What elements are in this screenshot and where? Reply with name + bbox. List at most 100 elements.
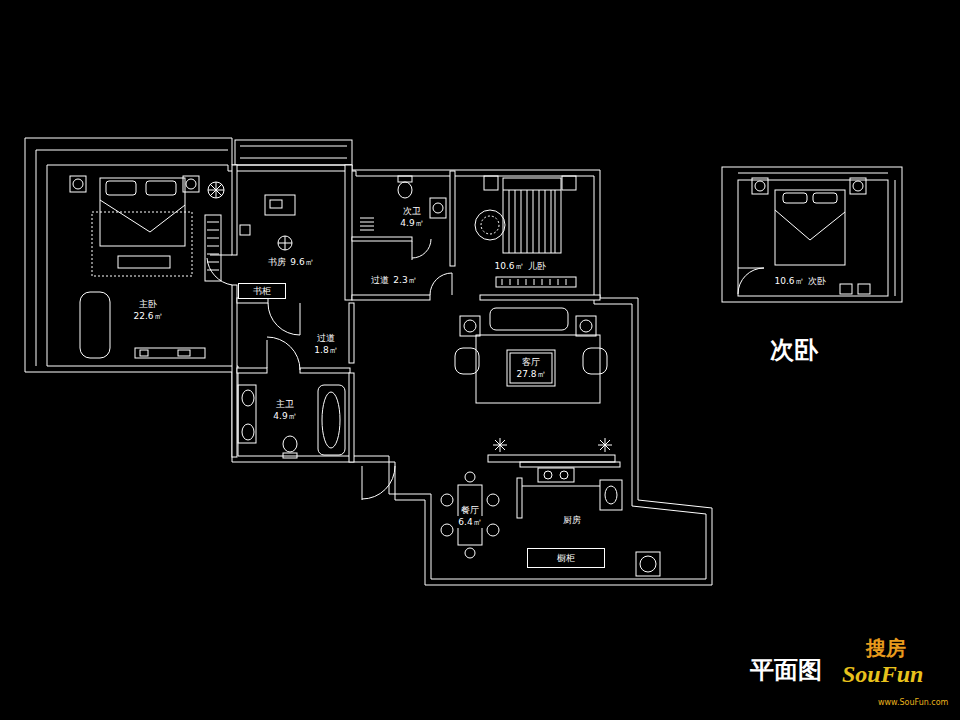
room-text: 橱柜 bbox=[556, 552, 576, 564]
room-text: 27.8㎡ bbox=[515, 368, 546, 380]
cabinet bbox=[858, 284, 870, 294]
cabinet bbox=[840, 284, 852, 294]
sink bbox=[430, 198, 446, 218]
bookcase: 书柜 bbox=[238, 283, 286, 299]
room-text: 主卧 bbox=[138, 298, 158, 310]
wall-segment bbox=[232, 285, 237, 457]
pillow bbox=[146, 181, 176, 195]
counter bbox=[600, 480, 622, 510]
pillow bbox=[813, 193, 837, 203]
cabinet-box: 橱柜 bbox=[527, 548, 605, 568]
room-text: 书房 bbox=[267, 256, 287, 268]
chair bbox=[441, 524, 453, 536]
wall-segment bbox=[450, 171, 455, 266]
room: 10.6㎡儿卧 bbox=[455, 176, 594, 295]
toilet-tank bbox=[398, 176, 412, 182]
nightstand bbox=[484, 176, 498, 190]
room-text: 次卫 bbox=[402, 205, 422, 217]
room: 餐厅6.4㎡ bbox=[431, 467, 517, 579]
door-swing bbox=[412, 239, 431, 260]
hanger bbox=[502, 279, 566, 285]
furniture bbox=[70, 167, 902, 576]
chair bbox=[441, 494, 453, 506]
chair bbox=[278, 236, 292, 250]
door-swing bbox=[738, 268, 764, 294]
chair bbox=[465, 548, 475, 558]
window-line bbox=[738, 173, 888, 174]
room-text: 1.8㎡ bbox=[313, 344, 338, 356]
door-swing bbox=[207, 239, 764, 500]
watermark-url: www.SouFun.com bbox=[878, 698, 948, 708]
room-label: 厨房 bbox=[562, 514, 582, 526]
burner bbox=[544, 471, 552, 479]
bench bbox=[118, 256, 170, 268]
room: 10.6㎡次卧 bbox=[738, 180, 888, 296]
corridor: 过道2.3㎡ bbox=[352, 241, 450, 295]
appliance bbox=[140, 350, 148, 356]
sink bbox=[242, 424, 254, 440]
plant bbox=[208, 182, 224, 198]
room-label: 餐厅6.4㎡ bbox=[457, 504, 482, 528]
room-text: 书柜 bbox=[252, 285, 272, 297]
blanket bbox=[775, 210, 845, 240]
rug bbox=[475, 210, 505, 240]
inset-title: 次卧 bbox=[770, 336, 818, 365]
room-label: 主卫4.9㎡ bbox=[272, 398, 297, 422]
vanity bbox=[238, 385, 256, 443]
wall-segment bbox=[349, 373, 354, 462]
coffee-table bbox=[510, 353, 552, 383]
room-text: 过道 bbox=[316, 332, 336, 344]
window-line bbox=[36, 150, 228, 151]
room-text: 6.4㎡ bbox=[457, 516, 482, 528]
bed-stripes bbox=[503, 190, 561, 253]
door-swing bbox=[430, 273, 452, 295]
chair bbox=[487, 494, 499, 506]
room-text: 次卧 bbox=[807, 275, 827, 287]
sink bbox=[242, 390, 254, 406]
room-text: 10.6㎡ bbox=[773, 275, 804, 287]
watermark: SouFun bbox=[842, 660, 923, 689]
balcony bbox=[235, 140, 352, 165]
burner bbox=[560, 471, 568, 479]
bed bbox=[775, 190, 845, 265]
wall-segment bbox=[480, 295, 600, 300]
monitor bbox=[270, 200, 282, 208]
room-label: 10.6㎡儿卧 bbox=[493, 260, 546, 272]
room-text: 主卫 bbox=[275, 398, 295, 410]
toilet bbox=[398, 182, 412, 198]
appliance bbox=[178, 350, 190, 356]
room: 主卧22.6㎡ bbox=[47, 165, 228, 366]
plant bbox=[493, 438, 507, 452]
room-text: 客厅 bbox=[521, 356, 541, 368]
chaise bbox=[80, 292, 110, 358]
wall-segment bbox=[517, 478, 522, 518]
room-label: 书房9.6㎡ bbox=[267, 256, 314, 268]
coffee-table bbox=[507, 350, 555, 386]
room-label: 10.6㎡次卧 bbox=[773, 275, 826, 287]
lamp bbox=[464, 320, 476, 332]
tv-cabinet bbox=[135, 348, 205, 358]
room-text: 9.6㎡ bbox=[289, 256, 314, 268]
room-text: 22.6㎡ bbox=[132, 310, 163, 322]
room-text: 2.3㎡ bbox=[392, 274, 417, 286]
rug bbox=[476, 335, 600, 403]
door-swing bbox=[362, 466, 395, 500]
washer bbox=[636, 552, 660, 576]
wall bbox=[25, 138, 712, 585]
stove bbox=[538, 468, 574, 482]
plant bbox=[208, 182, 224, 198]
side-table bbox=[460, 316, 480, 336]
window-line bbox=[895, 180, 896, 296]
armchair bbox=[455, 348, 479, 374]
nightstand bbox=[183, 176, 199, 192]
nightstand bbox=[562, 176, 576, 190]
caption: 平面图 bbox=[750, 656, 822, 685]
inner-wall bbox=[47, 165, 706, 579]
room-label: 次卫4.9㎡ bbox=[399, 205, 424, 229]
towel-rack bbox=[360, 218, 374, 230]
corridor: 过道1.8㎡ bbox=[300, 303, 345, 368]
outer-wall bbox=[25, 138, 712, 585]
desk bbox=[265, 195, 295, 215]
armchair bbox=[583, 348, 607, 374]
dining-table bbox=[458, 485, 482, 545]
